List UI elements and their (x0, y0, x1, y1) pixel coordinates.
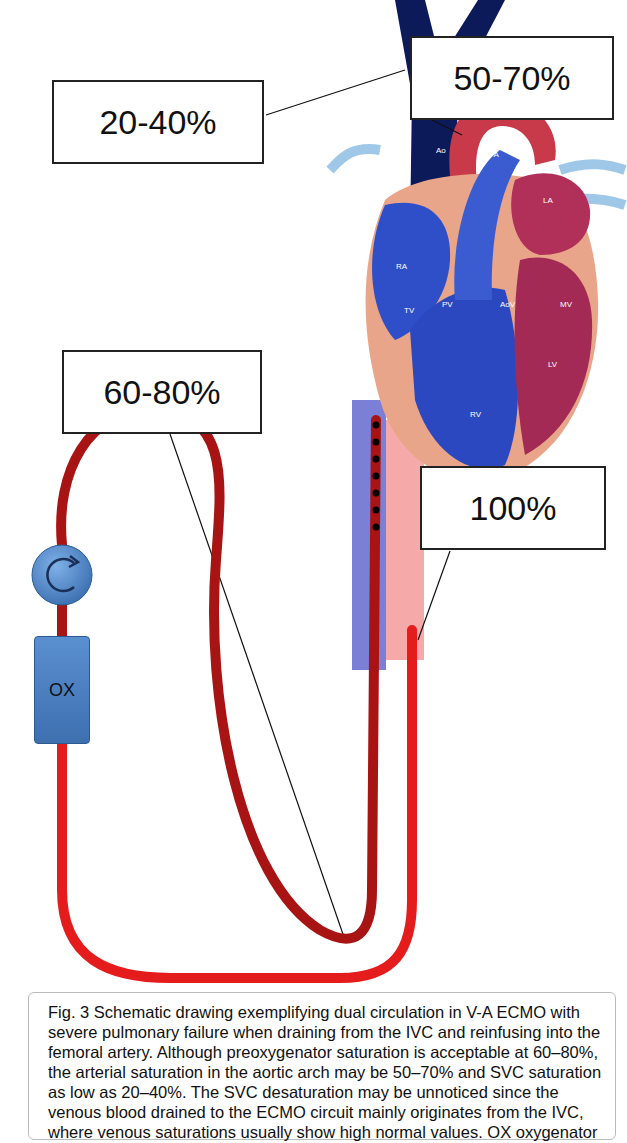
drainage-cannula (61, 410, 376, 939)
saturation-box: 50-70% (410, 36, 614, 120)
pump-symbol (32, 545, 92, 605)
cannula-hole (373, 490, 380, 497)
leader-line (418, 551, 450, 640)
cannula-hole (373, 473, 380, 480)
cannula-hole (373, 507, 380, 514)
inferior-vena-cava (352, 400, 386, 670)
saturation-value: 100% (470, 489, 557, 528)
anatomy-label: RA (396, 262, 407, 271)
cannula-hole (373, 524, 380, 531)
saturation-value: 50-70% (453, 59, 570, 98)
anatomy-label: MPA (482, 150, 499, 159)
right-ventricle (410, 287, 518, 468)
saturation-box: 100% (420, 466, 606, 550)
cannula-holes (373, 422, 380, 531)
saturation-box: 20-40% (52, 80, 264, 164)
oxygenator-box: OX (34, 636, 90, 744)
left-ventricle (515, 258, 593, 456)
cannula-hole (373, 439, 380, 446)
anatomy-label: AoV (500, 300, 515, 309)
leader-line (170, 434, 345, 940)
leader-line (266, 70, 405, 115)
anatomy-label: TV (404, 306, 414, 315)
figure-caption: Fig. 3 Schematic drawing exemplifying du… (48, 1002, 608, 1142)
anatomy-label: PV (442, 300, 453, 309)
anatomy-label: Ao (436, 146, 446, 155)
left-atrium (511, 173, 590, 255)
anatomy-label: MV (560, 300, 572, 309)
saturation-box: 60-80% (62, 350, 262, 434)
box-label: OX (49, 680, 75, 701)
anatomy-label: LV (548, 360, 557, 369)
cannula-hole (373, 456, 380, 463)
anatomy-label: RV (470, 410, 481, 419)
anatomy-label: LA (543, 196, 553, 205)
saturation-value: 20-40% (99, 103, 216, 142)
cannula-hole (373, 422, 380, 429)
return-cannula (62, 630, 412, 978)
main-pulmonary-artery (454, 150, 520, 300)
saturation-value: 60-80% (103, 373, 220, 412)
